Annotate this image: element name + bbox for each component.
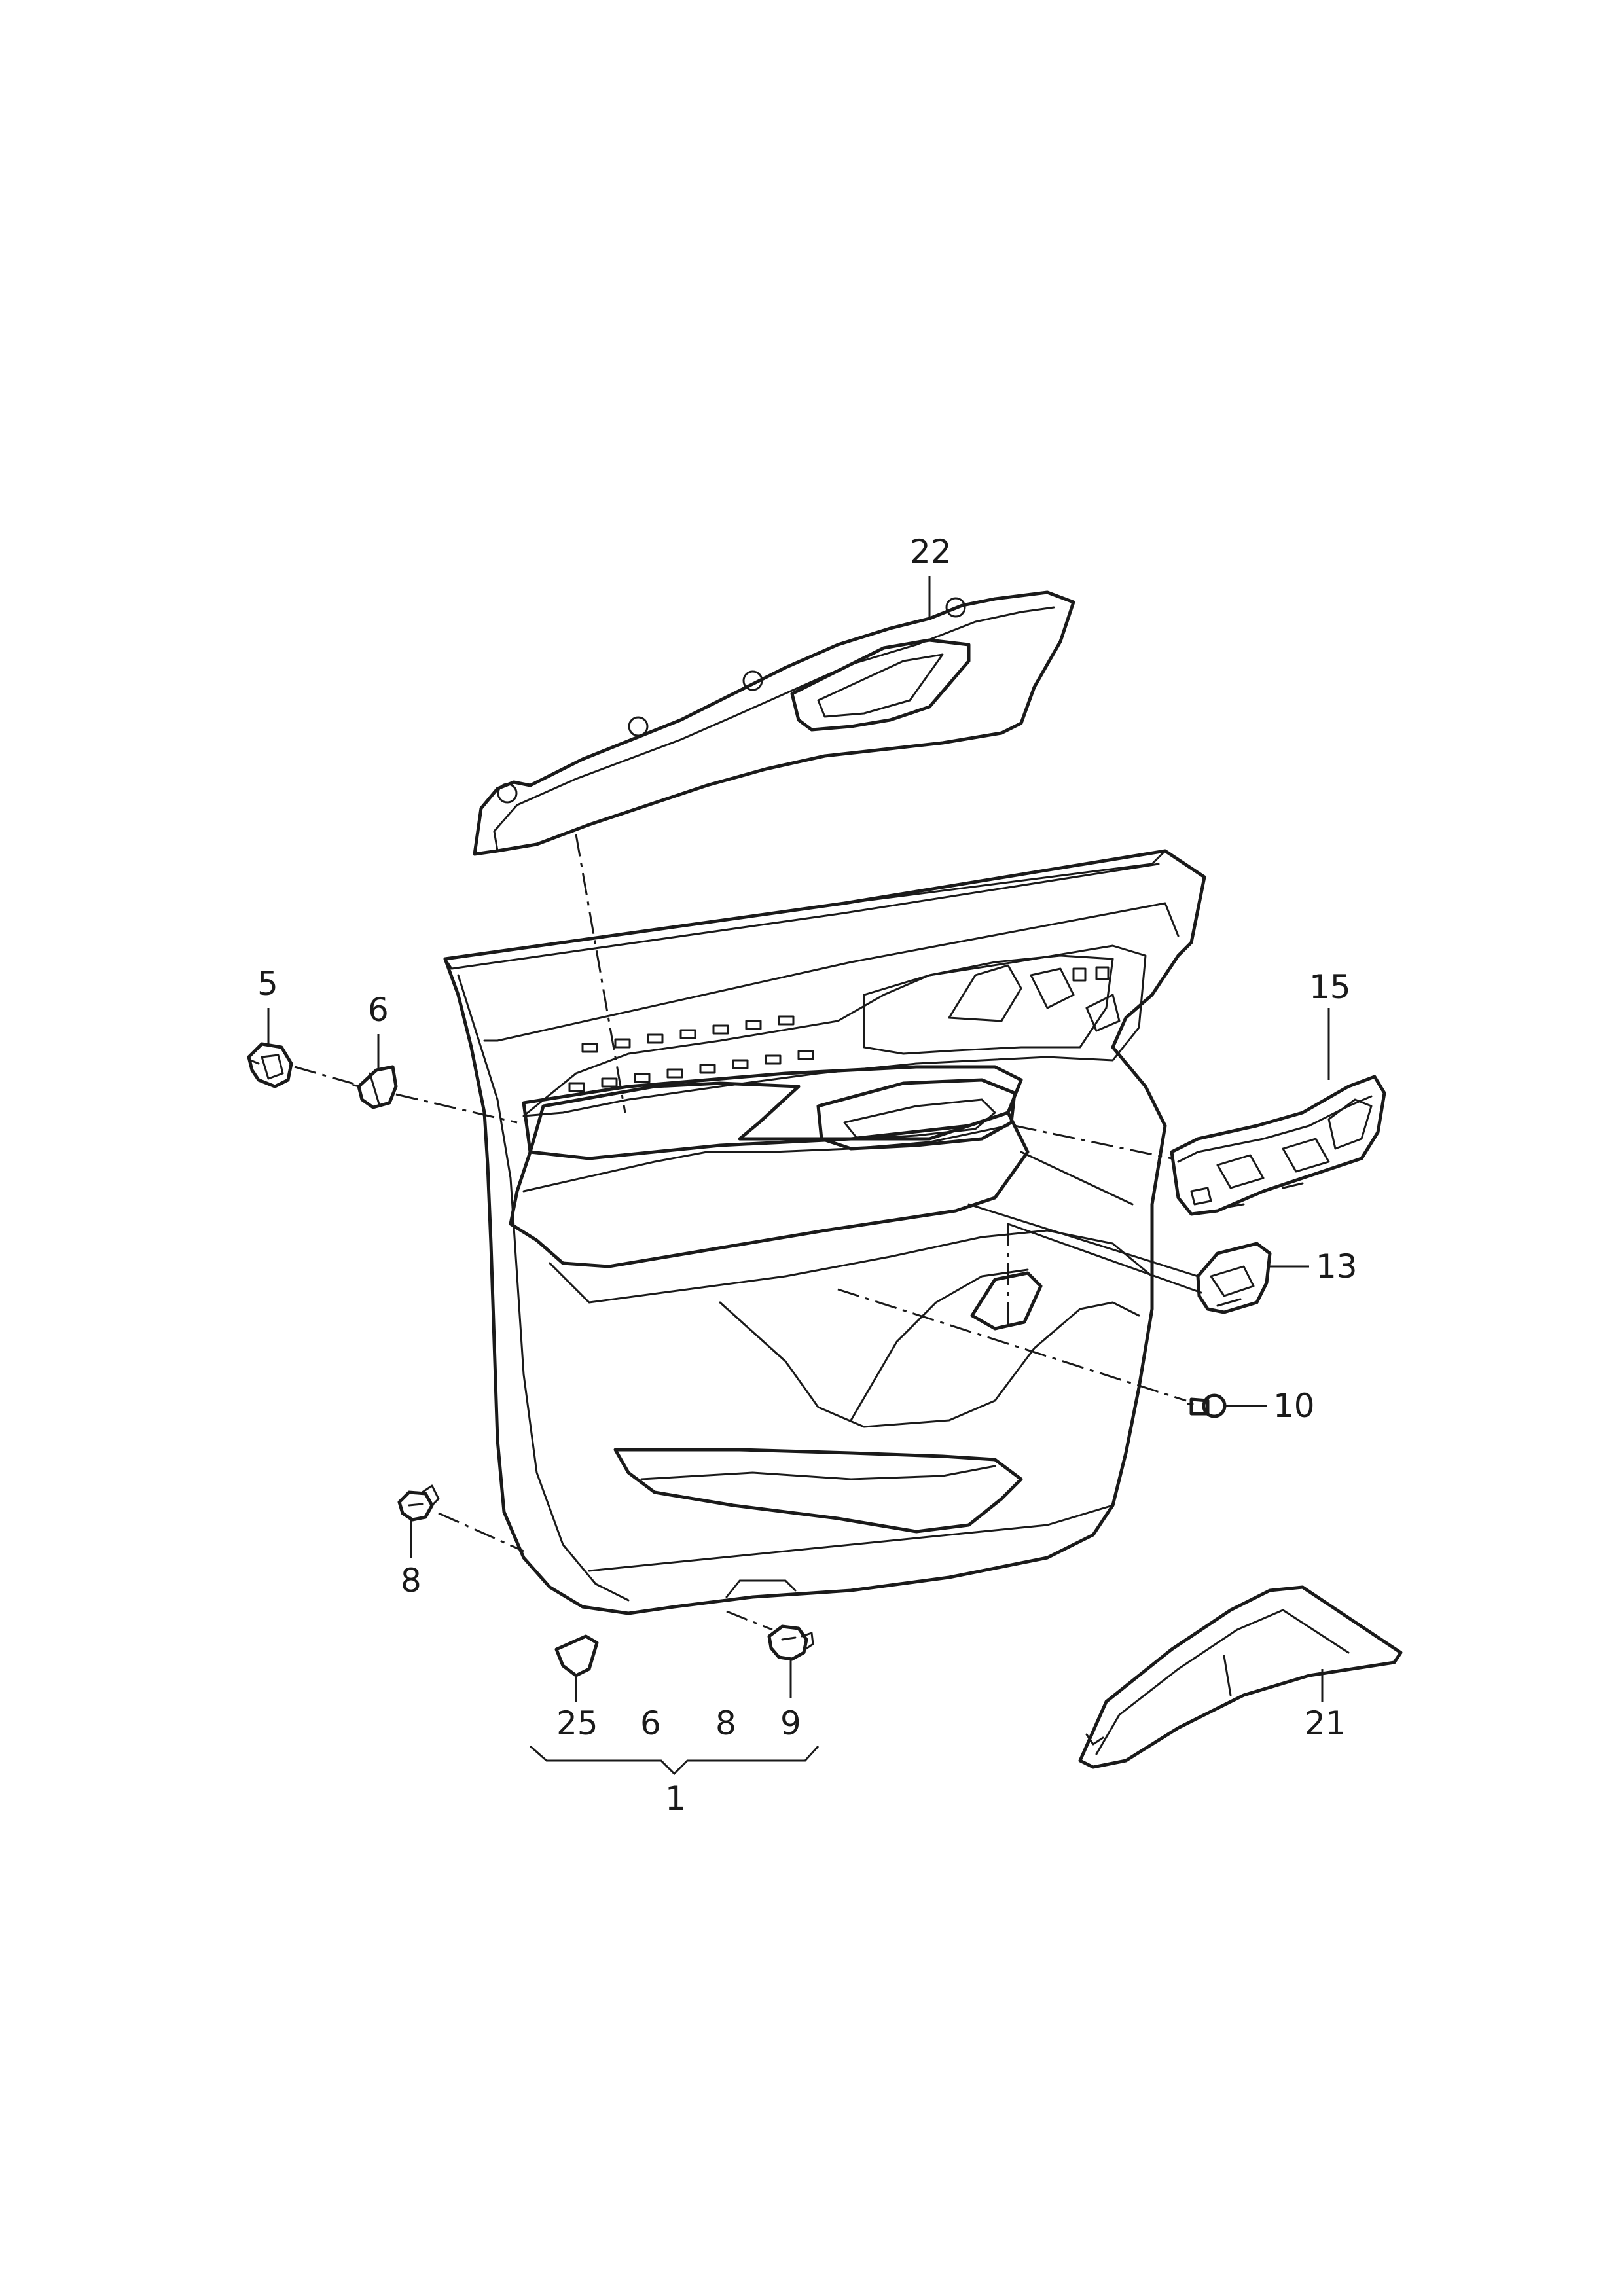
- assembly-line-5-6: [294, 1066, 359, 1086]
- callout-21[interactable]: 21: [1305, 1704, 1346, 1742]
- assembly-line-15: [1014, 1124, 1172, 1160]
- part-10-screw[interactable]: [1187, 1393, 1227, 1418]
- panel-guide-13a: [967, 1203, 1199, 1278]
- part-15-switch-bezel[interactable]: [1170, 1075, 1386, 1216]
- part-6-retainer[interactable]: [352, 1065, 398, 1109]
- assembly-line-10: [837, 1288, 1187, 1402]
- callout-6[interactable]: 6: [368, 991, 389, 1029]
- callout-9[interactable]: 9: [780, 1704, 801, 1742]
- callout-13[interactable]: 13: [1316, 1247, 1358, 1285]
- callout-10[interactable]: 10: [1273, 1387, 1315, 1425]
- panel-guide-15: [1020, 1151, 1134, 1206]
- part-21-lower-trim[interactable]: [1078, 1585, 1403, 1769]
- assembly-line-6-panel: [395, 1093, 518, 1124]
- callout-8[interactable]: 8: [401, 1562, 422, 1600]
- callout-5[interactable]: 5: [257, 965, 278, 1003]
- group-bracket: [530, 1745, 820, 1776]
- panel-guide-13b: [1007, 1223, 1202, 1294]
- assembly-line-8: [438, 1512, 524, 1552]
- part-5-clip[interactable]: [247, 1042, 293, 1088]
- part-25-seal[interactable]: [554, 1634, 599, 1677]
- part-13-switch[interactable]: [1196, 1242, 1272, 1314]
- callout-6-group[interactable]: 6: [640, 1704, 661, 1742]
- part-8-clip[interactable]: [397, 1484, 440, 1522]
- assembly-line-22: [575, 834, 626, 1113]
- clip-slots: [568, 1015, 814, 1092]
- callout-15[interactable]: 15: [1309, 968, 1351, 1006]
- callout-8-group[interactable]: 8: [715, 1704, 736, 1742]
- callout-1[interactable]: 1: [665, 1780, 686, 1818]
- callout-22[interactable]: 22: [910, 533, 952, 571]
- assembly-line-9: [726, 1610, 773, 1631]
- callout-25[interactable]: 25: [556, 1704, 598, 1742]
- part-9-clip[interactable]: [767, 1624, 814, 1661]
- part-22-upper-trim[interactable]: [473, 590, 1075, 856]
- part-1-door-trim-panel[interactable]: [443, 849, 1206, 1615]
